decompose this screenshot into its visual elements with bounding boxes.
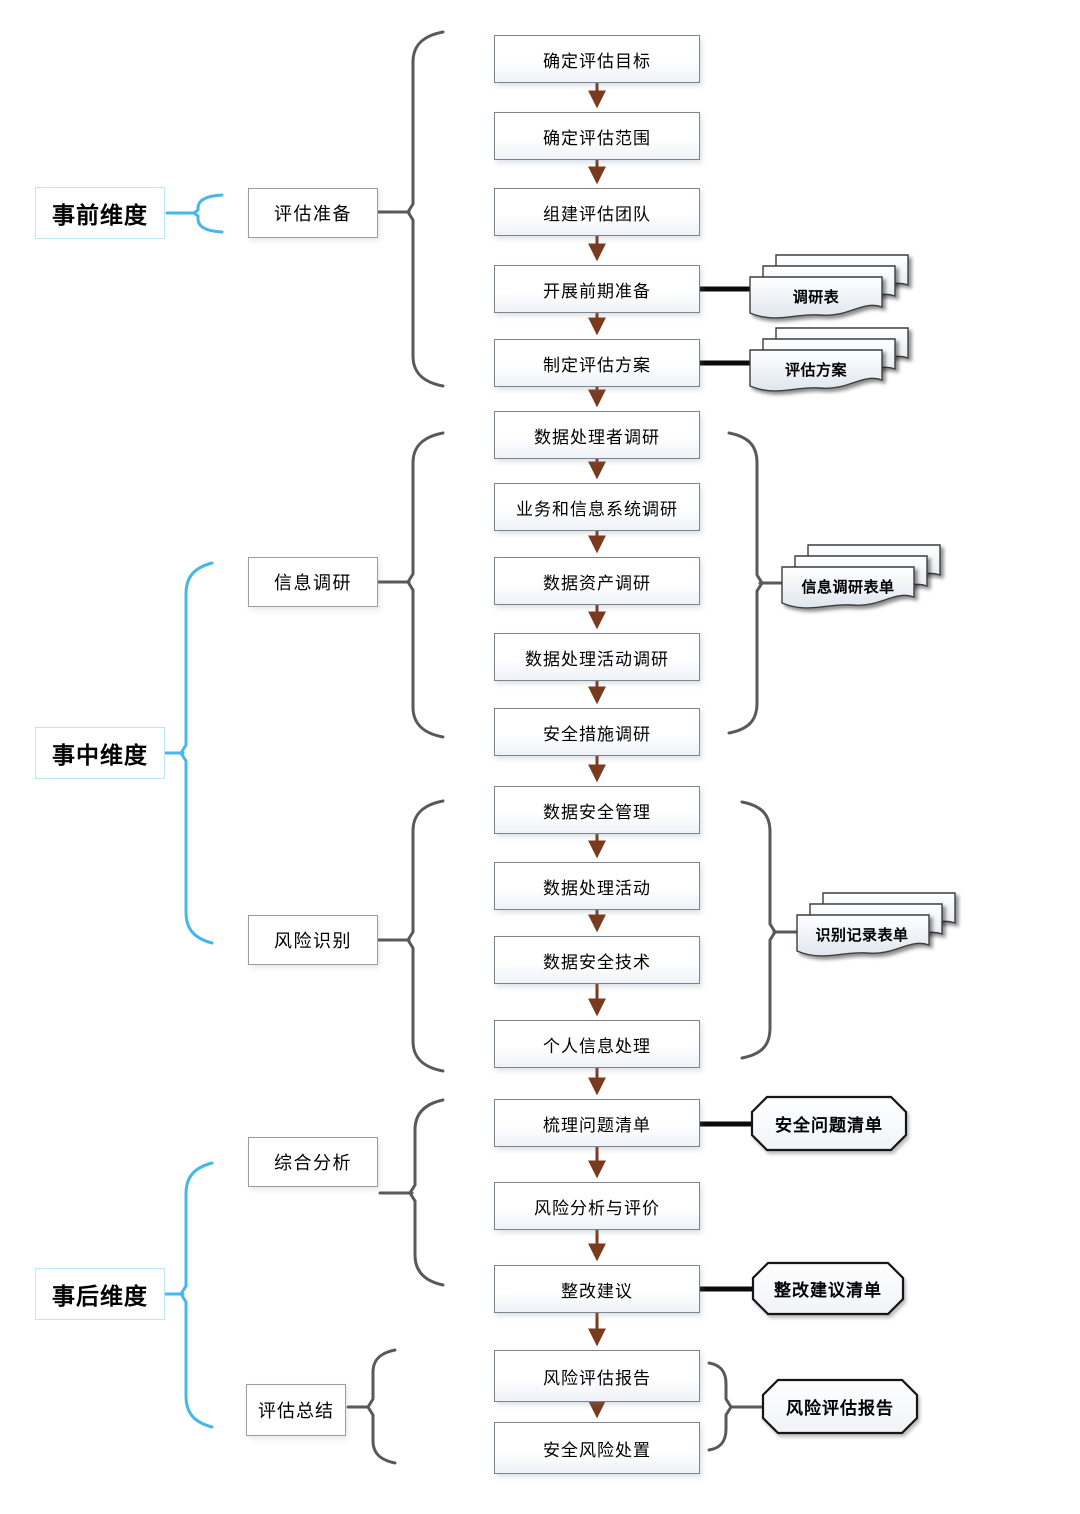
octagon-risk-report xyxy=(761,1378,919,1435)
flow-step: 数据安全技术 xyxy=(494,936,700,984)
dimension-before: 事前维度 xyxy=(35,187,165,239)
flow-step: 确定评估范围 xyxy=(494,112,700,160)
flow-step: 风险分析与评价 xyxy=(494,1182,700,1230)
octagon-rectification-list xyxy=(751,1261,905,1316)
dimension-during: 事中维度 xyxy=(35,727,165,779)
flow-step: 数据处理活动调研 xyxy=(494,633,700,681)
brace-group-analysis xyxy=(408,1098,445,1287)
stage-risk: 风险识别 xyxy=(248,915,378,965)
flow-step: 个人信息处理 xyxy=(494,1020,700,1068)
flow-step: 风险评估报告 xyxy=(494,1350,700,1402)
document-label-identification-record-forms: 识别记录表单 xyxy=(815,926,909,944)
brace-dim-after xyxy=(179,1161,214,1429)
flow-step: 数据处理者调研 xyxy=(494,411,700,459)
flow-step: 数据安全管理 xyxy=(494,786,700,834)
dimension-after: 事后维度 xyxy=(35,1268,165,1320)
flow-step: 安全风险处置 xyxy=(494,1422,700,1474)
brace-right-record-forms xyxy=(740,800,777,1060)
brace-right-report xyxy=(707,1361,733,1452)
octagon-issue-list xyxy=(750,1095,908,1152)
document-label-survey-form: 调研表 xyxy=(792,288,840,306)
document-label-info-research-forms: 信息调研表单 xyxy=(801,578,895,596)
flow-step: 梳理问题清单 xyxy=(494,1099,700,1147)
brace-dim-during xyxy=(179,561,214,945)
brace-group-summary xyxy=(366,1348,397,1465)
flow-step: 业务和信息系统调研 xyxy=(494,483,700,531)
stage-summary: 评估总结 xyxy=(246,1384,346,1436)
output-label-issue-list: 安全问题清单 xyxy=(775,1116,883,1135)
stage-preparation: 评估准备 xyxy=(248,188,378,238)
brace-dim-before xyxy=(191,193,224,234)
output-label-risk-report: 风险评估报告 xyxy=(786,1399,894,1418)
output-label-rectification-list: 整改建议清单 xyxy=(774,1281,882,1300)
brace-group-preparation xyxy=(406,30,445,388)
document-label-assessment-plan: 评估方案 xyxy=(784,361,847,379)
flow-step: 整改建议 xyxy=(494,1265,700,1313)
flow-step: 开展前期准备 xyxy=(494,265,700,313)
flow-step: 安全措施调研 xyxy=(494,708,700,756)
flow-step: 制定评估方案 xyxy=(494,339,700,387)
flow-step: 数据处理活动 xyxy=(494,862,700,910)
stage-research: 信息调研 xyxy=(248,557,378,607)
brace-group-risk xyxy=(406,799,445,1073)
brace-right-research-forms xyxy=(727,431,764,735)
stage-analysis: 综合分析 xyxy=(248,1137,378,1187)
flow-step: 确定评估目标 xyxy=(494,35,700,83)
brace-group-research xyxy=(406,431,445,739)
flow-step: 数据资产调研 xyxy=(494,557,700,605)
flow-step: 组建评估团队 xyxy=(494,188,700,236)
